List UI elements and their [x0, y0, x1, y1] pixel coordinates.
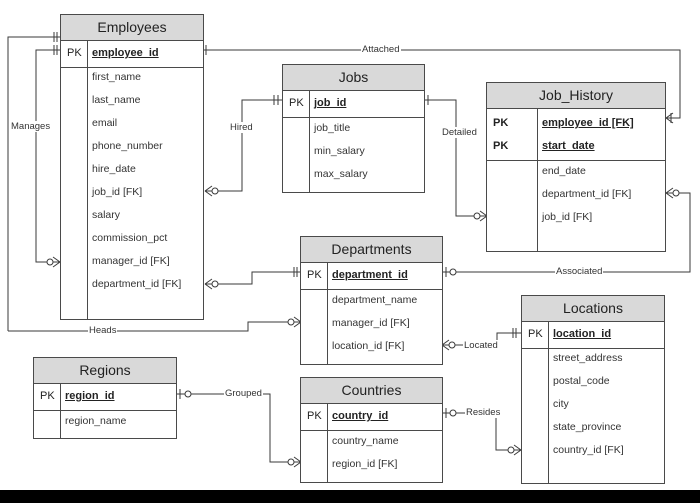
- employees-attr: hire_date: [92, 163, 136, 175]
- hired-many-mark: [204, 185, 213, 197]
- jobs-attr: job_title: [314, 122, 351, 134]
- entity-employees[interactable]: Employees PK employee_id first_name last…: [60, 14, 204, 320]
- hired-one-mark: [273, 95, 279, 105]
- locations-pk-tag: PK: [528, 328, 543, 340]
- employees-attr: department_id [FK]: [92, 278, 182, 290]
- countries-attr: region_id [FK]: [332, 458, 398, 470]
- dept-emp-one-mark: [293, 267, 298, 277]
- employees-attr: first_name: [92, 71, 142, 83]
- attached-many-mark: [665, 112, 674, 124]
- label-resides: Resides: [465, 407, 502, 418]
- locations-pk-field: location_id: [553, 328, 612, 340]
- countries-pk-row: PK country_id: [301, 404, 442, 431]
- countries-title: Countries: [301, 378, 442, 404]
- dept-emp-many-mark: [204, 278, 213, 290]
- countries-pk-field: country_id: [332, 410, 389, 422]
- locations-attr: country_id [FK]: [553, 444, 624, 456]
- hired-line: [205, 99, 283, 192]
- locations-attr: city: [553, 398, 569, 410]
- entity-jobs[interactable]: Jobs PK job_id job_title min_salary max_…: [282, 64, 425, 193]
- heads-line: [8, 321, 301, 332]
- label-located: Located: [463, 340, 499, 351]
- countries-attr: country_name: [332, 435, 399, 447]
- associated-many-mark: [665, 187, 674, 199]
- jobs-attr: min_salary: [314, 145, 365, 157]
- departments-attr: department_name: [332, 294, 418, 306]
- employees-title: Employees: [61, 15, 203, 41]
- jobs-attr: max_salary: [314, 168, 368, 180]
- label-heads: Heads: [88, 325, 118, 336]
- entity-locations[interactable]: Locations PK location_id street_address …: [521, 295, 665, 484]
- entity-job-history[interactable]: Job_History PK employee_id [FK] PK start…: [486, 82, 666, 252]
- resides-line: [442, 412, 521, 451]
- locations-attr: street_address: [553, 352, 623, 364]
- regions-pk-tag: PK: [40, 390, 55, 402]
- resides-many-mark: [513, 444, 522, 456]
- countries-pk-tag: PK: [307, 410, 322, 422]
- employees-attr: last_name: [92, 94, 141, 106]
- departments-pk-tag: PK: [307, 269, 322, 281]
- entity-departments[interactable]: Departments PK department_id department_…: [300, 236, 443, 365]
- job-history-attr: department_id [FK]: [542, 188, 632, 200]
- locations-title: Locations: [522, 296, 664, 322]
- entity-countries[interactable]: Countries PK country_id country_name reg…: [300, 377, 443, 483]
- label-attached: Attached: [361, 44, 401, 55]
- bottom-bar: [0, 490, 700, 503]
- self-ref-line: [35, 49, 60, 263]
- detailed-line: [425, 99, 487, 217]
- label-associated: Associated: [555, 266, 604, 277]
- jobs-pk-row: PK job_id: [283, 91, 424, 118]
- self-ref-many-mark: [52, 256, 61, 268]
- heads-many-mark: [293, 316, 302, 328]
- employees-attr: manager_id [FK]: [92, 255, 170, 267]
- located-many-mark: [441, 339, 450, 351]
- employees-pk-row: PK employee_id: [61, 41, 203, 68]
- employees-attr: salary: [92, 209, 121, 221]
- departments-pk-field: department_id: [332, 269, 408, 281]
- manages-line: [7, 36, 60, 331]
- locations-attr: state_province: [553, 421, 622, 433]
- job-history-pk-field: start_date: [542, 140, 595, 152]
- departments-pk-row: PK department_id: [301, 263, 442, 290]
- label-grouped: Grouped: [224, 388, 263, 399]
- departments-title: Departments: [301, 237, 442, 263]
- jobs-pk-tag: PK: [289, 97, 304, 109]
- job-history-attr: job_id [FK]: [542, 211, 593, 223]
- dept-emp-line: [205, 271, 301, 285]
- jobs-title: Jobs: [283, 65, 424, 91]
- jobs-pk-field: job_id: [314, 97, 347, 109]
- attached-line: [203, 49, 681, 119]
- job-history-attr: end_date: [542, 165, 586, 177]
- grouped-many-mark: [293, 456, 302, 468]
- job-history-pk-tag: PK: [493, 117, 509, 129]
- employees-attr: phone_number: [92, 140, 163, 152]
- job-history-title: Job_History: [487, 83, 665, 109]
- label-hired: Hired: [229, 122, 254, 133]
- job-history-pk-row: PK employee_id [FK] PK start_date: [487, 109, 665, 161]
- employees-attr: email: [92, 117, 118, 129]
- locations-pk-row: PK location_id: [522, 322, 664, 349]
- employees-pk-field: employee_id: [92, 47, 159, 59]
- entity-regions[interactable]: Regions PK region_id region_name: [33, 357, 177, 439]
- locations-attr: postal_code: [553, 375, 610, 387]
- regions-pk-field: region_id: [65, 390, 115, 402]
- job-history-pk-field: employee_id [FK]: [542, 117, 634, 129]
- job-history-pk-tag: PK: [493, 140, 509, 152]
- self-ref-one-mark: [53, 45, 58, 55]
- label-manages: Manages: [10, 121, 52, 132]
- grouped-line: [176, 393, 301, 463]
- employees-pk-tag: PK: [67, 47, 82, 59]
- employees-attr: job_id [FK]: [92, 186, 143, 198]
- manages-one-mark: [53, 32, 58, 42]
- employees-attr: commission_pct: [92, 232, 168, 244]
- regions-pk-row: PK region_id: [34, 384, 176, 411]
- located-one-mark: [512, 328, 517, 338]
- regions-title: Regions: [34, 358, 176, 384]
- departments-attr: manager_id [FK]: [332, 317, 410, 329]
- detailed-many-mark: [479, 210, 488, 222]
- regions-attr: region_name: [65, 415, 127, 427]
- departments-attr: location_id [FK]: [332, 340, 405, 352]
- label-detailed: Detailed: [441, 127, 478, 138]
